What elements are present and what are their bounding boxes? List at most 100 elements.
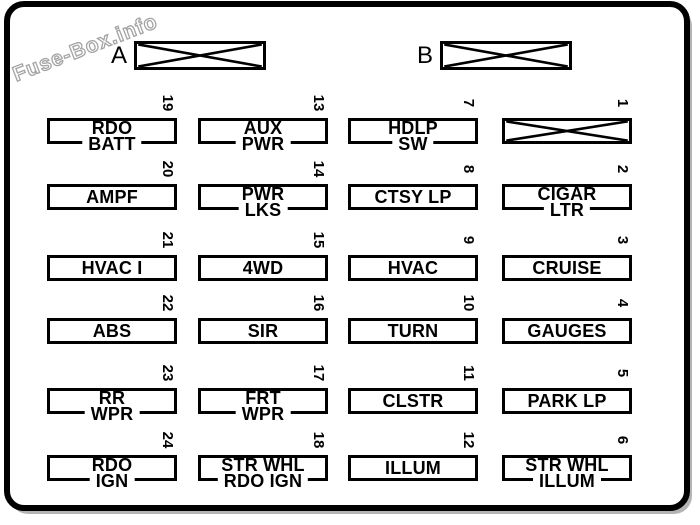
fuse-number: 3 — [614, 235, 631, 245]
connector-b-label: B — [417, 42, 434, 69]
fuse-label-line2: BATT — [82, 135, 142, 153]
fuse-number: 15 — [310, 231, 327, 249]
fuse-box: ILLUM — [348, 455, 478, 481]
connector-b-box — [440, 41, 573, 70]
fuse-number: 22 — [159, 294, 176, 312]
fuse-number: 9 — [460, 235, 477, 245]
connector-a-box — [134, 41, 267, 70]
fuse-box: CTSY LP — [348, 184, 478, 210]
connector-b: B — [417, 41, 573, 70]
fuse-box: PARK LP — [502, 388, 632, 414]
fuse-label-line2: WPR — [84, 405, 140, 423]
fuse-number: 8 — [460, 164, 477, 174]
fuse-label: GAUGES — [527, 320, 607, 341]
fuse-number: 7 — [460, 98, 477, 108]
fuse-box: HVAC I — [47, 255, 177, 281]
fuse-label-line2: IGN — [89, 472, 135, 490]
fuse-number: 12 — [460, 431, 477, 449]
fuse-label: ILLUM — [385, 457, 441, 478]
fuse-label: CLSTR — [382, 390, 444, 411]
fuse-number: 17 — [310, 364, 327, 382]
fuse-label: SIR — [247, 320, 279, 341]
crossed-slot-x-icon — [443, 44, 569, 67]
fuse-label: RDO — [91, 118, 133, 138]
fuse-box: TURN — [348, 318, 478, 344]
fuse-label: FRT — [245, 388, 281, 408]
fuse-label: PWR — [241, 184, 285, 204]
fuse-label-line2: LKS — [238, 201, 288, 219]
fuse-number: 10 — [460, 294, 477, 312]
fuse-number: 23 — [159, 364, 176, 382]
fuse-box: CLSTR — [348, 388, 478, 414]
fuse-label: CRUISE — [532, 257, 602, 278]
fuse-label: 4WD — [242, 257, 284, 278]
fuse-label: AUX — [243, 118, 283, 138]
fuse-number: 1 — [614, 98, 631, 108]
crossed-slot-x-icon — [137, 44, 263, 67]
fuse-number: 19 — [159, 94, 176, 112]
connector-a: A — [111, 41, 267, 70]
fuse-label: RR — [98, 388, 126, 408]
fuse-label: PARK LP — [527, 390, 607, 411]
fuse-box: SIR — [198, 318, 328, 344]
fuse-label: HVAC I — [81, 257, 143, 278]
fuse-number: 24 — [159, 431, 176, 449]
fuse-number: 13 — [310, 94, 327, 112]
fuse-box — [502, 118, 632, 144]
fuse-number: 18 — [310, 431, 327, 449]
fuse-label: STR WHL — [525, 455, 609, 475]
fuse-number: 11 — [460, 365, 477, 381]
fuse-number: 20 — [159, 160, 176, 178]
fuse-number: 2 — [614, 164, 631, 174]
fuse-label-line2: ILLUM — [533, 472, 601, 490]
fuse-box: HVAC — [348, 255, 478, 281]
fuse-label-line2: PWR — [235, 135, 291, 153]
fuse-label: CTSY LP — [374, 186, 452, 207]
fuse-label-line2: WPR — [235, 405, 291, 423]
fuse-panel-outline — [4, 1, 690, 511]
fuse-label-line2: LTR — [543, 201, 591, 219]
fuse-number: 16 — [310, 294, 327, 312]
fuse-number: 5 — [614, 368, 631, 378]
fuse-box: AMPF — [47, 184, 177, 210]
connector-a-label: A — [111, 42, 128, 69]
crossed-slot-x-icon — [505, 121, 629, 141]
fuse-box: 4WD — [198, 255, 328, 281]
fuse-number: 14 — [310, 160, 327, 178]
fuse-label-line2: RDO IGN — [217, 472, 309, 490]
fuse-label: HVAC — [387, 257, 439, 278]
fuse-label: AMPF — [86, 186, 138, 207]
fuse-label: ABS — [92, 320, 132, 341]
fuse-slot-1: 1 — [502, 99, 632, 144]
fuse-label: TURN — [387, 320, 439, 341]
fuse-label: CIGAR — [537, 184, 597, 204]
fuse-label: STR WHL — [221, 455, 305, 475]
fuse-label: HDLP — [388, 118, 438, 138]
fuse-label-line2: SW — [392, 135, 434, 153]
fuse-number: 4 — [614, 298, 631, 308]
fuse-number: 6 — [614, 435, 631, 445]
